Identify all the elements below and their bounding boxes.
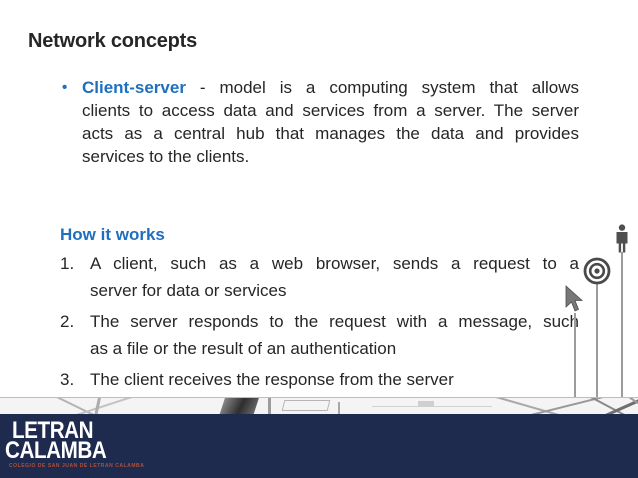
letran-logo-tagline: COLEGIO DE SAN JUAN DE LETRAN CALAMBA bbox=[9, 463, 145, 469]
page-title: Network concepts bbox=[28, 30, 198, 52]
list-item-line: server for data or services bbox=[90, 281, 287, 300]
paragraph-line: services to the clients. bbox=[82, 147, 250, 166]
paragraph-line: clients to access data and services from… bbox=[82, 101, 579, 120]
list-item-line: A client, such as a web browser, sends a… bbox=[90, 254, 579, 273]
mouse-cursor-icon bbox=[565, 285, 584, 312]
letran-logo-line2: CALAMBA bbox=[5, 437, 107, 464]
list-item-number: 3. bbox=[60, 370, 75, 389]
bullseye-icon bbox=[583, 257, 611, 285]
list-item-line: as a file or the result of an authentica… bbox=[90, 339, 397, 358]
list-item: 1. A client, such as a web browser, send… bbox=[60, 250, 579, 304]
bullet-marker: • bbox=[62, 79, 68, 96]
paragraph-line: Client-server - model is a computing sys… bbox=[82, 76, 579, 99]
bullseye-marker-stem bbox=[596, 283, 598, 414]
person-icon bbox=[616, 224, 628, 253]
list-item: 3. The client receives the response from… bbox=[60, 366, 579, 393]
list-item: 2. The server responds to the request wi… bbox=[60, 308, 579, 362]
footer-photo-strip bbox=[0, 397, 638, 414]
client-server-term: Client-server bbox=[82, 78, 186, 97]
list-item-line: The server responds to the request with … bbox=[90, 312, 579, 331]
client-server-paragraph: Client-server - model is a computing sys… bbox=[82, 76, 579, 168]
list-item-number: 2. bbox=[60, 312, 75, 331]
paragraph-line: acts as a central hub that manages the d… bbox=[82, 124, 579, 143]
list-item-line: The client receives the response from th… bbox=[90, 370, 454, 389]
how-it-works-heading: How it works bbox=[60, 225, 165, 244]
letran-logo-line1: LETRAN bbox=[12, 417, 94, 444]
steps-list: 1. A client, such as a web browser, send… bbox=[60, 250, 579, 397]
footer-banner: LETRAN CALAMBA COLEGIO DE SAN JUAN DE LE… bbox=[0, 414, 638, 478]
cursor-marker-stem bbox=[574, 313, 576, 414]
person-marker-stem bbox=[621, 252, 623, 414]
list-item-number: 1. bbox=[60, 254, 75, 273]
paragraph-text: - model is a computing system that allow… bbox=[199, 78, 579, 97]
